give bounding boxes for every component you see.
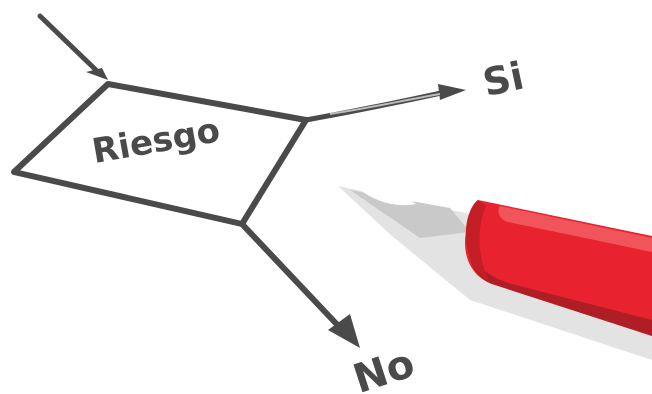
- no-branch-arrow: [242, 224, 360, 348]
- no-label: No: [348, 340, 420, 394]
- yes-label: Si: [479, 54, 528, 105]
- yes-branch-arrow: [306, 84, 466, 120]
- red-marker-pen-icon: [338, 186, 652, 360]
- incoming-arrow: [40, 16, 108, 80]
